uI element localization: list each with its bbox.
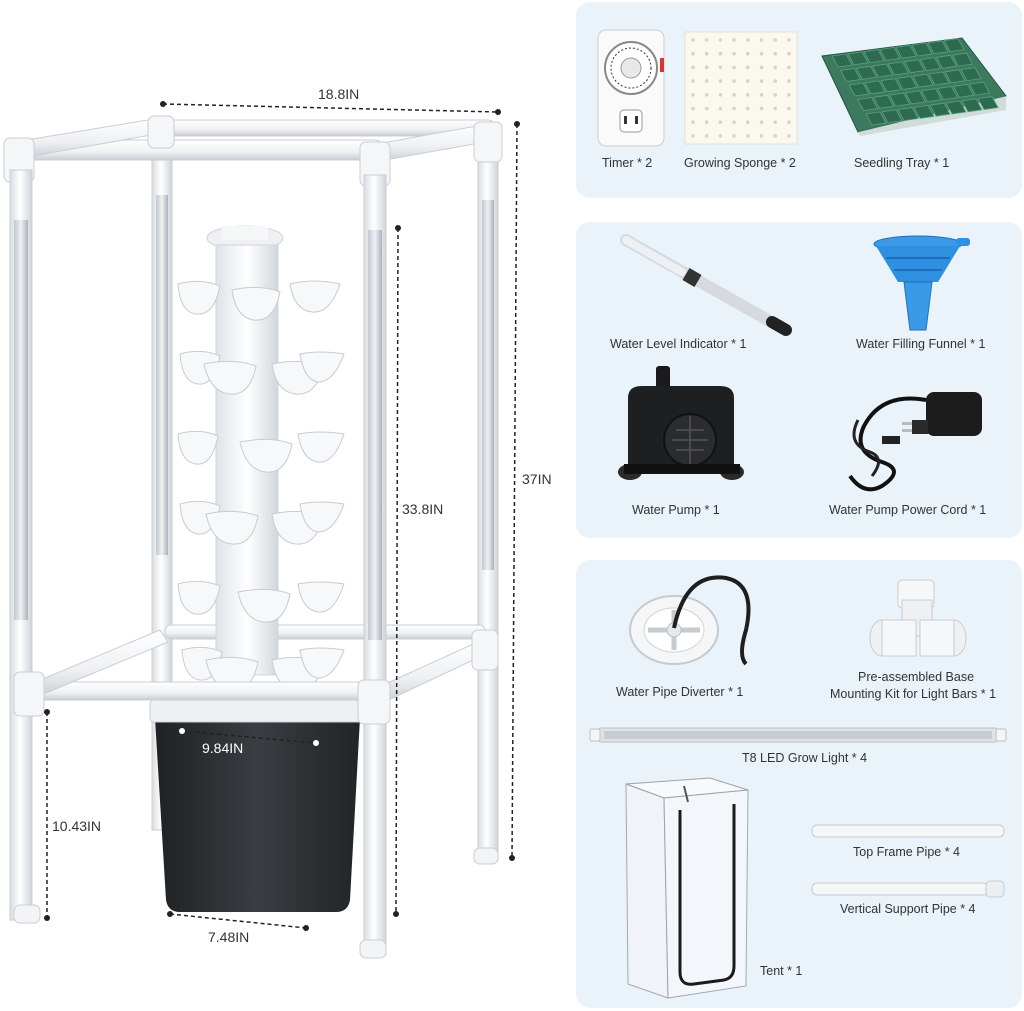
- base-kit-label-line2: Mounting Kit for Light Bars * 1: [830, 687, 997, 701]
- growing-sponge-icon: [684, 31, 798, 145]
- top-pipe-label: Top Frame Pipe * 4: [853, 845, 960, 859]
- frame-width-label: 18.8IN: [318, 86, 360, 102]
- seedling-tray-label: Seedling Tray * 1: [854, 156, 950, 170]
- water-level-indicator-icon: [620, 234, 792, 336]
- led-grow-light-icon: [589, 727, 1007, 743]
- tent-label: Tent * 1: [760, 964, 803, 978]
- vertical-support-pipe-icon: [811, 880, 1005, 898]
- frame-height-label: 37IN: [522, 471, 552, 487]
- diverter-label: Water Pipe Diverter * 1: [616, 685, 744, 699]
- tower-height-label: 33.8IN: [402, 501, 444, 517]
- hydroponic-tower-drawing: [3, 101, 520, 959]
- water-pump-icon: [618, 366, 744, 480]
- frame-parts-panel: Water Pipe Diverter * 1 Pre-assembled Ba…: [576, 560, 1022, 1008]
- base-mounting-kit-icon: [869, 579, 967, 657]
- planting-cups: [177, 280, 345, 691]
- pump-label: Water Pump * 1: [632, 503, 720, 517]
- timer-icon: [597, 29, 665, 147]
- bucket-top-width-label: 9.84IN: [202, 740, 244, 756]
- tent-icon: [625, 777, 749, 999]
- power-cord-icon: [848, 392, 982, 492]
- product-illustration: 18.8IN 37IN 33.8IN 9.84IN 7.48IN 10.43IN: [3, 86, 552, 959]
- vertical-pipe-label: Vertical Support Pipe * 4: [840, 902, 976, 916]
- level-indicator-label: Water Level Indicator * 1: [610, 337, 747, 351]
- pump-parts-panel: Water Level Indicator * 1 Water Filling …: [576, 222, 1022, 538]
- funnel-icon: [873, 235, 970, 331]
- sponge-label: Growing Sponge * 2: [684, 156, 796, 170]
- funnel-label: Water Filling Funnel * 1: [856, 337, 986, 351]
- grow-light-label: T8 LED Grow Light * 4: [742, 751, 868, 765]
- leg-height-label: 10.43IN: [52, 818, 102, 834]
- bucket-bottom-width-label: 7.48IN: [208, 929, 250, 945]
- base-kit-label-line1: Pre-assembled Base: [858, 670, 975, 684]
- accessories-panel: Timer * 2 Growing Sponge * 2 Seedling Tr…: [576, 2, 1022, 198]
- top-frame-pipe-icon: [811, 824, 1005, 838]
- seedling-tray-icon: [821, 37, 1007, 136]
- power-cord-label: Water Pump Power Cord * 1: [829, 503, 987, 517]
- timer-label: Timer * 2: [602, 156, 653, 170]
- pipe-diverter-icon: [629, 575, 751, 666]
